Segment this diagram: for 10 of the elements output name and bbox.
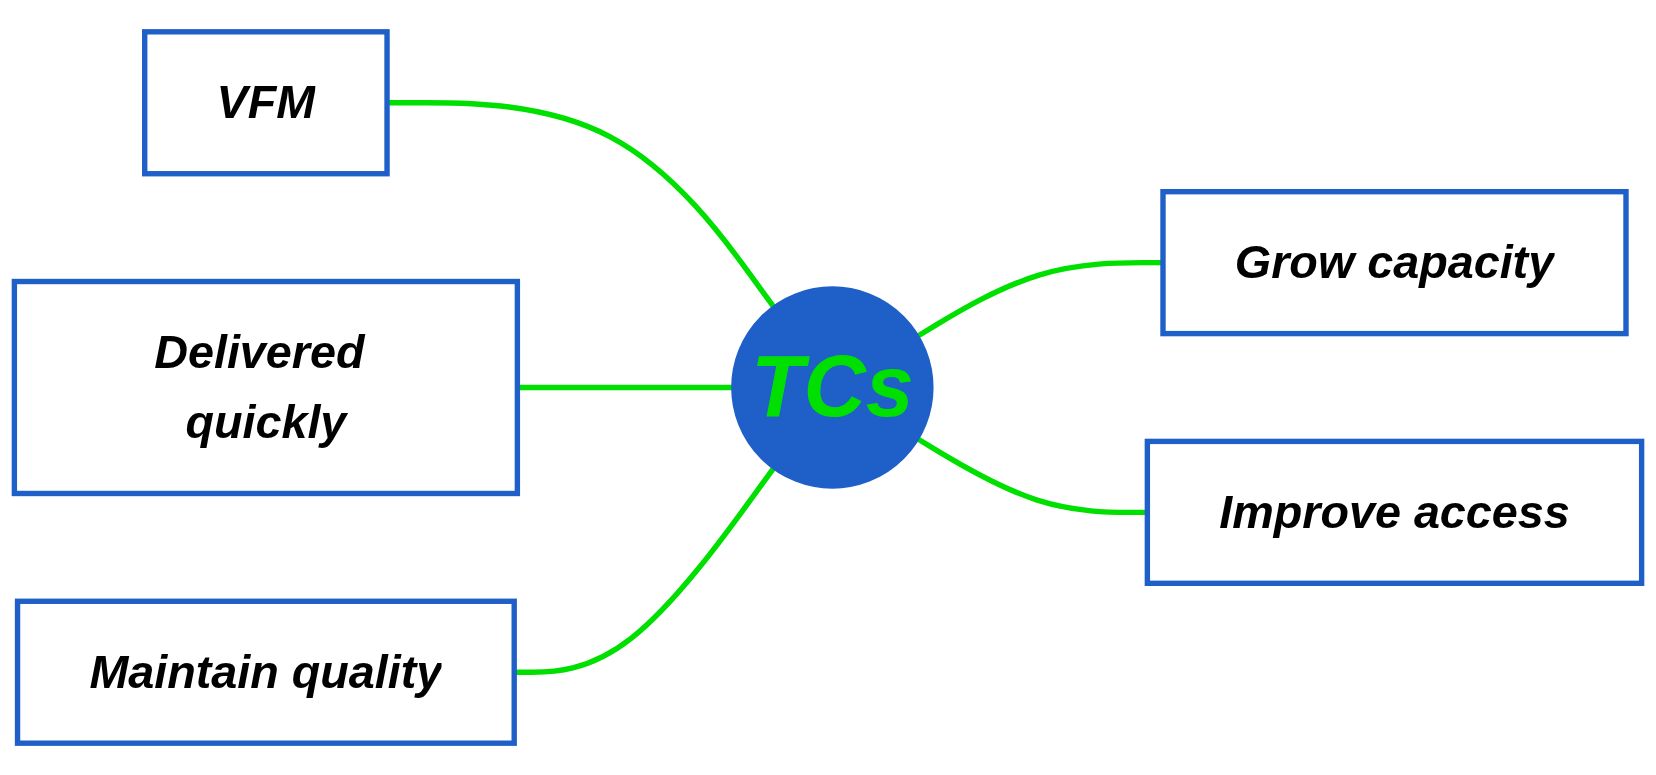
connector xyxy=(514,466,777,675)
connector xyxy=(517,384,733,391)
node-box: VFM xyxy=(142,29,390,177)
node-box: Maintain quality xyxy=(14,598,517,746)
node-circle: TCs xyxy=(731,286,934,489)
node-box: Improve access xyxy=(1144,438,1645,586)
connector xyxy=(916,436,1148,516)
connector xyxy=(916,259,1163,339)
node-box: Delivered quickly xyxy=(11,278,521,497)
node-box: Grow capacity xyxy=(1160,189,1629,337)
